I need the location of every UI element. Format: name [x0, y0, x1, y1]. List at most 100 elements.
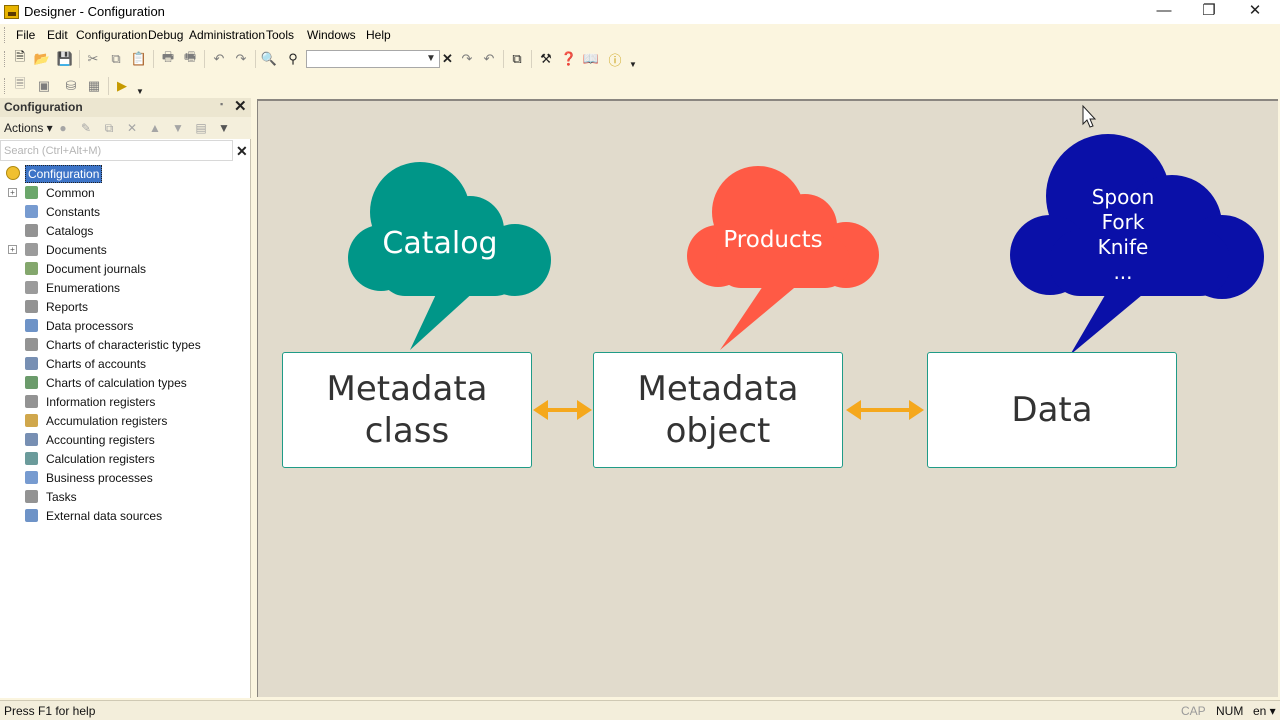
cut-icon[interactable]: ✂: [87, 51, 99, 66]
open-config-icon[interactable]: 🗏: [14, 76, 26, 91]
move-down-icon[interactable]: ▼: [172, 121, 184, 135]
tree-root[interactable]: Configuration: [0, 164, 251, 183]
copy-item-icon[interactable]: ⧉: [104, 121, 114, 135]
menu-file[interactable]: File: [16, 28, 36, 42]
help-search-icon[interactable]: ❓: [560, 51, 578, 66]
search-prev-icon[interactable]: ↶: [483, 51, 495, 66]
information-registers-icon: [25, 395, 38, 408]
tree-item-accounting-registers[interactable]: Accounting registers: [0, 430, 251, 449]
minimize-button[interactable]: —: [1156, 2, 1172, 19]
find-in-tree-icon[interactable]: 🔍: [260, 51, 278, 66]
caps-indicator: CAP: [1181, 704, 1206, 718]
tree-item-calculation-registers[interactable]: Calculation registers: [0, 449, 251, 468]
search-clear-icon[interactable]: ✕: [442, 51, 453, 66]
menu-edit[interactable]: Edit: [47, 28, 68, 42]
tree-item-business-processes[interactable]: Business processes: [0, 468, 251, 487]
windows-icon[interactable]: ⧉: [512, 51, 522, 66]
menu-tools[interactable]: Tools: [266, 28, 295, 42]
open-folder-icon[interactable]: 📂: [33, 51, 51, 66]
toolbar-separator: [204, 50, 205, 68]
syntax-assistant-icon[interactable]: ⚒: [540, 51, 552, 66]
undo-icon[interactable]: ↶: [213, 51, 225, 66]
print-icon[interactable]: 🖶: [161, 49, 175, 64]
tree-item-charts-of-accounts[interactable]: Charts of accounts: [0, 354, 251, 373]
tree-item-enumerations[interactable]: Enumerations: [0, 278, 251, 297]
pin-icon[interactable]: ▪: [220, 99, 224, 109]
tree-item-label: Calculation registers: [46, 452, 155, 466]
menu-bar: File Edit Configuration Debug Administra…: [0, 24, 1280, 46]
copy-icon[interactable]: ⧉: [111, 51, 121, 66]
tree-item-tasks[interactable]: Tasks: [0, 487, 251, 506]
tree-item-charts-of-calculation-types[interactable]: Charts of calculation types: [0, 373, 251, 392]
charts-accounts-icon: [25, 357, 38, 370]
tree-item-catalogs[interactable]: Catalogs: [0, 221, 251, 240]
redo-icon[interactable]: ↷: [235, 51, 247, 66]
enumerations-icon: [25, 281, 38, 294]
constants-icon: [25, 205, 38, 218]
save-icon[interactable]: 💾: [56, 51, 74, 66]
app-icon: [4, 5, 19, 19]
menu-windows[interactable]: Windows: [307, 28, 356, 42]
edit-icon[interactable]: ✎: [80, 121, 92, 135]
tree-item-document-journals[interactable]: Document journals: [0, 259, 251, 278]
close-window-button[interactable]: ✕: [1248, 2, 1262, 19]
tree-item-common[interactable]: +Common: [0, 183, 251, 202]
tree-item-information-registers[interactable]: Information registers: [0, 392, 251, 411]
toolbar-separator: [79, 50, 80, 68]
update-config-icon[interactable]: ▣: [37, 78, 51, 93]
toolbar-search-input[interactable]: [306, 50, 440, 68]
menu-administration[interactable]: Administration: [189, 28, 266, 42]
move-up-icon[interactable]: ▲: [149, 121, 161, 135]
external-data-sources-icon: [25, 509, 38, 522]
add-icon[interactable]: ●: [59, 121, 67, 135]
language-indicator[interactable]: en ▾: [1253, 704, 1276, 718]
paste-icon[interactable]: 📋: [130, 51, 148, 66]
toolbar-separator: [503, 50, 504, 68]
tree-search-box: [0, 140, 233, 161]
secondary-toolbar: 🗏 ▣ ⛁ ▦ ▶ ▼: [0, 73, 1280, 99]
tree-search-input[interactable]: [1, 141, 232, 160]
tree-item-data-processors[interactable]: Data processors: [0, 316, 251, 335]
tree-item-documents[interactable]: + Documents: [0, 240, 251, 259]
close-panel-icon[interactable]: ✕: [234, 98, 247, 115]
tree-item-external-data-sources[interactable]: External data sources: [0, 506, 251, 525]
help-contents-icon[interactable]: 📖: [582, 51, 600, 66]
expand-icon[interactable]: +: [8, 245, 17, 254]
database-icon[interactable]: ⛁: [65, 78, 77, 93]
tree-item-label: Documents: [46, 243, 107, 257]
actions-menu[interactable]: Actions ▾: [4, 121, 53, 135]
chevron-down-icon[interactable]: ▼: [629, 59, 637, 69]
reports-icon: [25, 300, 38, 313]
tree-item-accumulation-registers[interactable]: Accumulation registers: [0, 411, 251, 430]
filter-icon[interactable]: ▼: [218, 121, 230, 135]
tree-item-reports[interactable]: Reports: [0, 297, 251, 316]
start-debugging-icon[interactable]: ▶: [117, 78, 127, 93]
delete-icon[interactable]: ✕: [126, 121, 138, 135]
chevron-down-icon[interactable]: ▼: [136, 86, 144, 96]
menu-configuration[interactable]: Configuration: [76, 28, 148, 42]
tree-item-label: Reports: [46, 300, 89, 314]
new-file-icon[interactable]: 🗎: [14, 49, 26, 64]
expand-icon[interactable]: +: [8, 188, 17, 197]
tree-item-constants[interactable]: Constants: [0, 202, 251, 221]
search-icon[interactable]: ⚲: [288, 51, 298, 66]
search-clear-icon[interactable]: ✕: [236, 143, 248, 159]
sort-icon[interactable]: ▤: [195, 121, 207, 135]
tree-item-label: Enumerations: [46, 281, 121, 295]
menu-debug[interactable]: Debug: [148, 28, 184, 42]
tree-item-charts-of-characteristic-types[interactable]: Charts of characteristic types: [0, 335, 251, 354]
restore-button[interactable]: ❐: [1202, 2, 1216, 19]
tree-item-label: Accumulation registers: [46, 414, 168, 428]
print-preview-icon[interactable]: 🖷: [183, 49, 197, 64]
panel-header: Configuration ▪ ✕: [0, 98, 251, 117]
table-icon[interactable]: ▦: [87, 78, 101, 93]
menu-help[interactable]: Help: [366, 28, 391, 42]
data-cloud-label: Spoon Fork Knife ...: [1091, 185, 1155, 284]
search-next-icon[interactable]: ↷: [461, 51, 473, 66]
toolbar-grip: [4, 51, 7, 67]
search-dropdown-icon[interactable]: ▼: [426, 53, 436, 64]
tree-root-label: Configuration: [25, 165, 103, 183]
catalog-cloud-label: Catalog: [382, 226, 498, 261]
info-icon[interactable]: ⓘ: [608, 52, 622, 68]
calculation-registers-icon: [25, 452, 38, 465]
